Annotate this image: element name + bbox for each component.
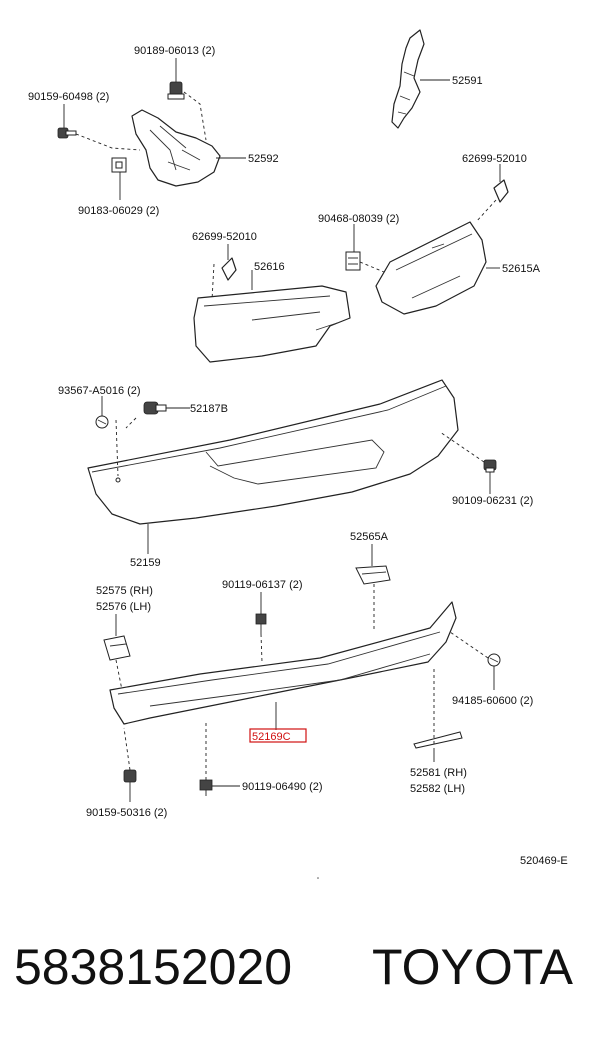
label-62699-52010-right: 62699-52010 (462, 153, 527, 165)
part-52159-bumper-cover (87, 379, 459, 525)
bolt-90119-06137-icon (255, 613, 267, 634)
tape-62699-right-icon (493, 179, 509, 203)
label-52187B: 52187B (190, 403, 228, 415)
label-90183-06029: 90183-06029 (2) (78, 205, 159, 217)
footer: 5838152020 TOYOTA (0, 930, 600, 1020)
bracket-52575-icon (103, 635, 131, 661)
label-90189-06013: 90189-06013 (2) (134, 45, 215, 57)
label-52615A: 52615A (502, 263, 541, 275)
retainer-52565A-icon (355, 565, 391, 585)
label-52581: 52581 (RH) (410, 767, 467, 779)
label-90109-06231: 90109-06231 (2) (452, 495, 533, 507)
label-52582: 52582 (LH) (410, 783, 465, 795)
screw-90159-50316-icon (123, 769, 137, 790)
part-number: 5838152020 (14, 939, 293, 995)
label-93567-A5016: 93567-A5016 (2) (58, 385, 141, 397)
label-90119-06490: 90119-06490 (2) (242, 781, 323, 793)
label-52592: 52592 (248, 153, 279, 165)
label-52565A: 52565A (350, 531, 389, 543)
part-52169C-lower-bumper (109, 601, 457, 725)
part-52591-bracket (391, 29, 425, 129)
part-52616-absorber (193, 285, 351, 363)
label-90159-60498: 90159-60498 (2) (28, 91, 109, 103)
screw-90159-60498-icon (57, 127, 77, 139)
retainer-52187B-icon (143, 401, 167, 415)
label-52575: 52575 (RH) (96, 585, 153, 597)
label-52616: 52616 (254, 261, 285, 273)
label-diagram-ref: 520469-E (520, 855, 568, 867)
clip-90468-icon (345, 251, 361, 271)
brand-name: TOYOTA (372, 939, 573, 995)
clip-90189-icon (167, 81, 185, 100)
label-52591: 52591 (452, 75, 483, 87)
highlight-52169C-box (249, 728, 307, 743)
seal-52581-icon (413, 731, 463, 749)
tape-62699-left-icon (221, 257, 237, 281)
label-62699-52010-left: 62699-52010 (192, 231, 257, 243)
label-90468-08039: 90468-08039 (2) (318, 213, 399, 225)
fastener-94185-icon (487, 653, 501, 667)
label-90159-50316: 90159-50316 (2) (86, 807, 167, 819)
bolt-90119-06490-icon (199, 779, 213, 796)
parts-diagram: 52591 52592 90189-06013 (2) 90159-60498 … (28, 29, 568, 879)
label-52169C: 52169C (252, 731, 291, 743)
label-90119-06137: 90119-06137 (2) (222, 579, 303, 591)
label-52576: 52576 (LH) (96, 601, 151, 613)
nut-90183-icon (111, 157, 127, 173)
clip-93567-icon (95, 415, 109, 429)
bolt-90109-icon (483, 459, 497, 473)
part-52615A-absorber (375, 221, 487, 315)
label-52159: 52159 (130, 557, 161, 569)
part-52592-bracket (131, 109, 221, 187)
label-94185-60600: 94185-60600 (2) (452, 695, 533, 707)
